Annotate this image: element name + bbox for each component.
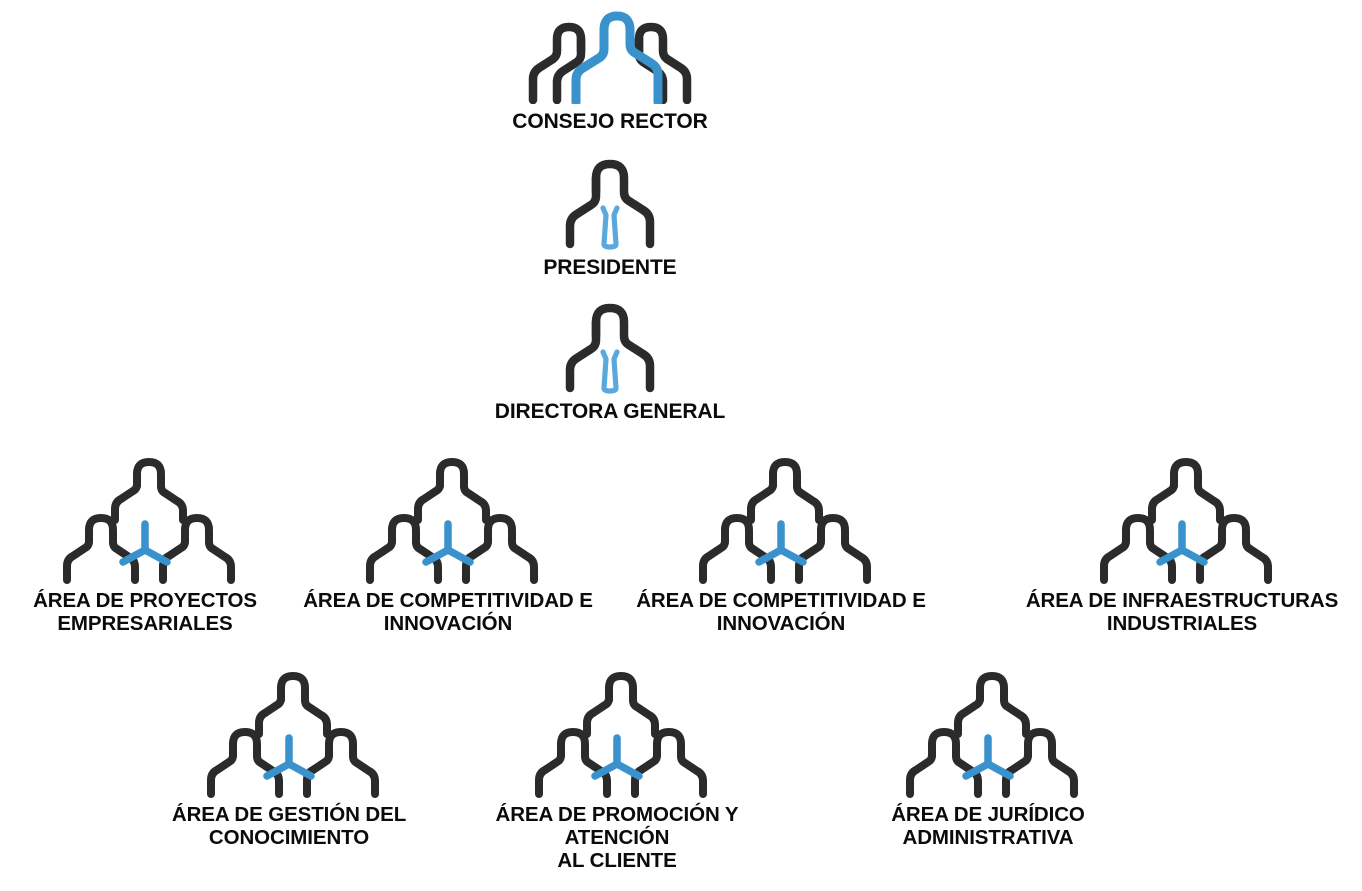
org-node-label: ÁREA DE JURÍDICO ADMINISTRATIVA <box>891 803 1085 849</box>
org-node-label: ÁREA DE GESTIÓN DEL CONOCIMIENTO <box>171 803 407 849</box>
team-group-icon <box>691 458 871 584</box>
org-node-area-gestion-del-conocimiento[interactable]: ÁREA DE GESTIÓN DEL CONOCIMIENTO <box>124 672 454 850</box>
org-node-label: ÁREA DE INFRAESTRUCTURAS INDUSTRIALES <box>1025 589 1339 635</box>
org-node-label: DIRECTORA GENERAL <box>494 400 726 423</box>
team-group-icon <box>199 672 379 798</box>
person-with-tie-icon <box>527 158 693 250</box>
org-node-label: ÁREA DE COMPETITIVIDAD E INNOVACIÓN <box>636 589 926 635</box>
org-node-presidente[interactable]: PRESIDENTE <box>440 158 780 280</box>
org-node-area-competitividad-innovacion-1[interactable]: ÁREA DE COMPETITIVIDAD E INNOVACIÓN <box>283 458 613 636</box>
org-node-area-juridico-administrativa[interactable]: ÁREA DE JURÍDICO ADMINISTRATIVA <box>823 672 1153 850</box>
team-group-icon <box>358 458 538 584</box>
org-node-consejo-rector[interactable]: CONSEJO RECTOR <box>440 8 780 134</box>
org-node-directora-general[interactable]: DIRECTORA GENERAL <box>440 302 780 424</box>
org-node-label: ÁREA DE PROMOCIÓN Y ATENCIÓN AL CLIENTE <box>495 803 739 872</box>
team-group-icon <box>898 672 1078 798</box>
org-node-label: CONSEJO RECTOR <box>512 110 708 133</box>
org-node-label: PRESIDENTE <box>543 256 677 279</box>
org-node-area-competitividad-innovacion-2[interactable]: ÁREA DE COMPETITIVIDAD E INNOVACIÓN <box>616 458 946 636</box>
three-people-row-icon <box>527 8 693 107</box>
org-node-area-promocion-atencion-cliente[interactable]: ÁREA DE PROMOCIÓN Y ATENCIÓN AL CLIENTE <box>452 672 782 873</box>
team-group-icon <box>527 672 707 798</box>
team-group-icon <box>1092 458 1272 584</box>
org-node-area-proyectos-empresariales[interactable]: ÁREA DE PROYECTOS EMPRESARIALES <box>0 458 310 636</box>
org-node-area-infraestructuras-industriales[interactable]: ÁREA DE INFRAESTRUCTURAS INDUSTRIALES <box>1017 458 1347 636</box>
org-node-label: ÁREA DE COMPETITIVIDAD E INNOVACIÓN <box>303 589 593 635</box>
person-with-tie-icon <box>527 302 693 394</box>
team-group-icon <box>55 458 235 584</box>
org-node-label: ÁREA DE PROYECTOS EMPRESARIALES <box>33 589 257 635</box>
